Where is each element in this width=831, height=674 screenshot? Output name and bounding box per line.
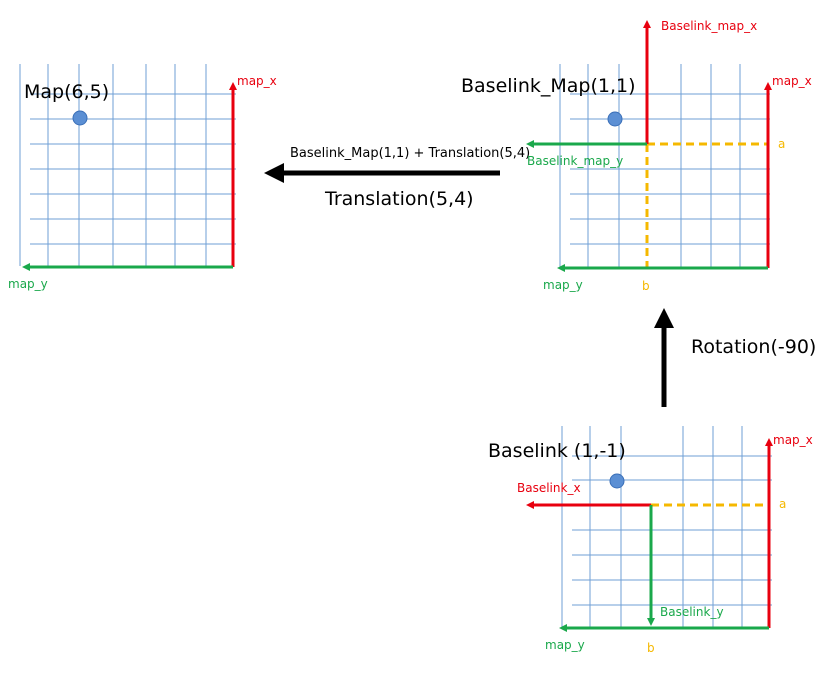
rotation-arrowhead	[654, 308, 674, 328]
baselink-map-map-y-label: map_y	[543, 278, 583, 292]
translation-arrow-group: Baselink_Map(1,1) + Translation(5,4) Tra…	[264, 146, 530, 210]
baselink-map-point	[607, 111, 623, 127]
baselink-map-panel: Baselink_Map(1,1) Baselink_map_x Baselin…	[461, 19, 812, 293]
baselink-point	[609, 473, 625, 489]
translation-arrowhead	[264, 163, 284, 183]
baselink-grid	[561, 426, 772, 628]
baselink-panel: Baselink (1,-1) Baselink_x Baselink_y ma…	[488, 426, 813, 655]
map-y-label: map_y	[8, 277, 48, 291]
baselink-guide-a: a	[779, 497, 786, 511]
baselink-map-grid	[559, 64, 770, 268]
rotation-label: Rotation(-90)	[691, 336, 816, 358]
baselink-y-label: Baselink_y	[660, 605, 724, 619]
translation-label: Translation(5,4)	[324, 188, 474, 210]
baselink-map-y-label: Baselink_map_y	[527, 154, 623, 168]
map-title: Map(6,5)	[24, 81, 109, 103]
baselink-map-x-label: Baselink_map_x	[661, 19, 757, 33]
map-grid	[19, 64, 236, 266]
baselink-map-title: Baselink_Map(1,1)	[461, 75, 636, 97]
map-x-label: map_x	[237, 74, 277, 88]
rotation-arrow-group: Rotation(-90)	[654, 308, 816, 407]
baselink-map-guide-a: a	[778, 137, 785, 151]
baselink-map-map-x-label: map_x	[772, 74, 812, 88]
baselink-title: Baselink (1,-1)	[488, 440, 626, 462]
map-panel: Map(6,5) map_x map_y	[8, 64, 277, 291]
baselink-guide-b: b	[647, 641, 655, 655]
translation-formula: Baselink_Map(1,1) + Translation(5,4)	[290, 146, 530, 161]
baselink-map-x-label-bottom: map_x	[773, 433, 813, 447]
baselink-map-guide-b: b	[642, 279, 650, 293]
baselink-map-y-label-bottom: map_y	[545, 638, 585, 652]
baselink-x-label: Baselink_x	[517, 481, 581, 495]
map-point	[72, 110, 88, 126]
